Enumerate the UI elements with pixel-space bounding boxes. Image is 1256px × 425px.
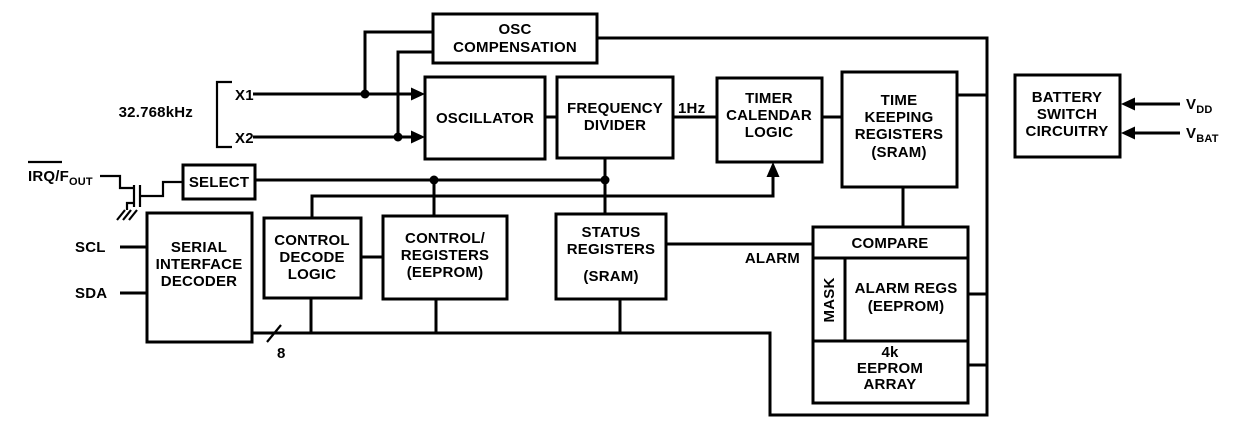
osc-compensation-box xyxy=(431,12,599,65)
control-registers-label: REGISTERS xyxy=(401,247,489,264)
control-registers-label: CONTROL/ xyxy=(405,230,486,247)
crystal-frequency-label: 32.768kHz xyxy=(119,104,193,121)
bus-width-slash xyxy=(266,324,282,343)
status-registers-label: REGISTERS xyxy=(567,241,655,258)
frequency-divider-label: FREQUENCY xyxy=(567,100,663,117)
eeprom-array-label: EEPROM xyxy=(857,360,923,377)
mosfet-drain-wire xyxy=(100,174,134,190)
compare-label: COMPARE xyxy=(852,235,929,252)
ground-icon xyxy=(116,209,138,221)
control-registers-box xyxy=(381,214,509,301)
vbat-main: V xyxy=(1186,125,1196,142)
junction-dot xyxy=(429,175,439,185)
battery-switch-label: BATTERY xyxy=(1032,89,1103,106)
select-box xyxy=(181,163,257,201)
arrow-into-oscillator-x2 xyxy=(411,130,425,144)
serial-interface-label: DECODER xyxy=(161,273,237,290)
mosfet-gate-wire xyxy=(140,180,183,198)
vdd-pin-label: VDD xyxy=(1186,96,1213,116)
vdd-main: V xyxy=(1186,96,1196,113)
junction-dot xyxy=(360,89,370,99)
irq-fout-sub: OUT xyxy=(69,176,93,188)
mosfet-source-wire xyxy=(125,201,134,210)
alarm-eeprom-block xyxy=(811,225,970,405)
select-label: SELECT xyxy=(189,174,249,191)
block-labels: OSC COMPENSATION OSCILLATOR FREQUENCY DI… xyxy=(156,21,1109,393)
one-hz-label: 1Hz xyxy=(678,100,705,117)
control-registers-label: (EEPROM) xyxy=(407,264,484,281)
alarm-eeprom-outline xyxy=(811,225,970,405)
pin-labels: 32.768kHz X1 X2 IRQ/FOUT SCL SDA VDD VBA… xyxy=(28,87,1219,302)
x2-to-comp-riser xyxy=(396,50,433,137)
main-bus-loop xyxy=(252,36,989,417)
signal-labels: 1Hz ALARM 8 xyxy=(277,100,800,362)
status-registers-label: STATUS xyxy=(582,224,641,241)
control-decode-logic-box xyxy=(262,216,363,300)
eeprom-array-label: 4k xyxy=(881,344,899,361)
x1-to-comp-riser xyxy=(363,30,433,94)
junction-dot xyxy=(393,132,403,142)
blocks xyxy=(145,12,1122,405)
osc-compensation-label: OSC xyxy=(498,21,531,38)
battery-switch-label: SWITCH xyxy=(1037,106,1097,123)
vbat-sub: BAT xyxy=(1196,133,1218,145)
time-keeping-label: (SRAM) xyxy=(871,144,926,161)
time-keeping-label: TIME xyxy=(881,92,918,109)
oscillator-box xyxy=(423,75,547,161)
arrow-into-oscillator-x1 xyxy=(411,87,425,101)
osc-compensation-label: COMPENSATION xyxy=(453,39,577,56)
timer-calendar-label: CALENDAR xyxy=(726,107,812,124)
arrow-vdd-into-battery xyxy=(1121,97,1135,111)
scl-pin-label: SCL xyxy=(75,239,106,256)
status-registers-box xyxy=(554,212,668,301)
serial-interface-decoder-box xyxy=(145,211,254,344)
battery-switch-label: CIRCUITRY xyxy=(1026,123,1109,140)
mask-label: MASK xyxy=(821,278,838,323)
alarm-regs-label: ALARM REGS xyxy=(855,280,958,297)
timer-calendar-label: TIMER xyxy=(745,90,793,107)
serial-interface-label: SERIAL xyxy=(171,239,227,256)
control-decode-label: DECODE xyxy=(279,249,344,266)
arrow-into-timer-calendar xyxy=(766,162,780,177)
time-keeping-label: KEEPING xyxy=(865,109,934,126)
irq-fout-main: IRQ/F xyxy=(28,168,69,185)
x2-pin-label: X2 xyxy=(235,130,254,147)
junction-dots xyxy=(360,89,610,185)
alarm-signal-label: ALARM xyxy=(745,250,800,267)
control-decode-label: CONTROL xyxy=(274,232,350,249)
frequency-divider-label: DIVIDER xyxy=(584,117,646,134)
eeprom-array-label: ARRAY xyxy=(864,376,917,393)
crystal-bracket xyxy=(215,80,232,149)
junction-dot xyxy=(600,175,610,185)
ctrldecode-to-timer-wire xyxy=(310,176,775,218)
timer-calendar-label: LOGIC xyxy=(745,124,794,141)
vdd-sub: DD xyxy=(1196,104,1212,116)
status-registers-label: (SRAM) xyxy=(583,268,638,285)
control-decode-label: LOGIC xyxy=(288,266,337,283)
alarm-regs-label: (EEPROM) xyxy=(868,298,945,315)
x1-pin-label: X1 xyxy=(235,87,254,104)
frequency-divider-box xyxy=(555,75,675,160)
serial-interface-label: INTERFACE xyxy=(156,256,243,273)
arrow-vbat-into-battery xyxy=(1121,126,1135,140)
irq-output-mosfet xyxy=(100,174,183,221)
sda-pin-label: SDA xyxy=(75,285,107,302)
time-keeping-registers-box xyxy=(840,70,959,189)
time-keeping-label: REGISTERS xyxy=(855,126,943,143)
arrowheads xyxy=(411,87,1135,177)
timer-calendar-logic-box xyxy=(715,76,824,164)
battery-switch-circuitry-box xyxy=(1013,73,1122,159)
oscillator-label: OSCILLATOR xyxy=(436,110,534,127)
irq-fout-pin-label: IRQ/FOUT xyxy=(28,168,93,188)
vbat-pin-label: VBAT xyxy=(1186,125,1219,145)
bus-width-label: 8 xyxy=(277,345,286,362)
